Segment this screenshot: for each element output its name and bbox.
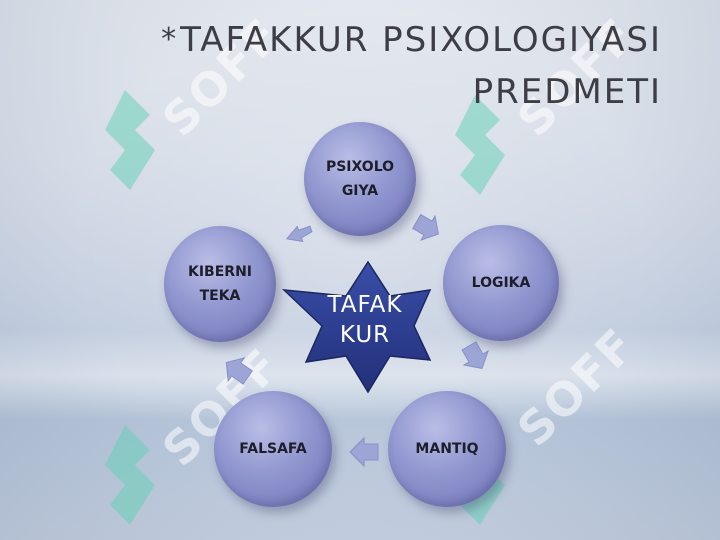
node-label: PSIXOLO GIYA xyxy=(325,159,395,199)
watermark-logo-icon xyxy=(105,90,155,190)
slide-title: *TAFAKKUR PSIXOLOGIYASI PREDMETI xyxy=(161,14,662,118)
watermark-logo-icon xyxy=(105,425,155,525)
arrow-falsafa-to-kiberneteka xyxy=(225,357,253,385)
title-line-2: PREDMETI xyxy=(472,72,662,112)
title-line-1: *TAFAKKUR PSIXOLOGIYASI xyxy=(161,14,662,66)
node-label: FALSAFA xyxy=(239,441,307,457)
node-kiberneteka: KIBERNI TEKA xyxy=(164,226,276,342)
arrow-logika-to-mantiq xyxy=(461,341,490,369)
arrow-psixologiya-to-logika xyxy=(412,213,439,242)
node-logika: LOGIKA xyxy=(443,225,559,341)
arrow-mantiq-to-falsafa xyxy=(349,436,379,468)
center-label: TAFAK KUR xyxy=(327,292,403,348)
arrow-kiberneteka-to-psixologiya xyxy=(285,225,313,243)
node-mantiq: MANTIQ xyxy=(388,391,506,507)
node-label: MANTIQ xyxy=(415,441,479,457)
node-label: KIBERNI TEKA xyxy=(188,264,252,304)
node-falsafa: FALSAFA xyxy=(214,391,332,507)
node-psixologiya: PSIXOLO GIYA xyxy=(304,122,416,236)
title-marker: * xyxy=(161,22,179,57)
watermark-logo-icon xyxy=(455,95,505,195)
node-label: LOGIKA xyxy=(471,275,531,291)
title-text-1: TAFAKKUR PSIXOLOGIYASI xyxy=(180,20,662,60)
